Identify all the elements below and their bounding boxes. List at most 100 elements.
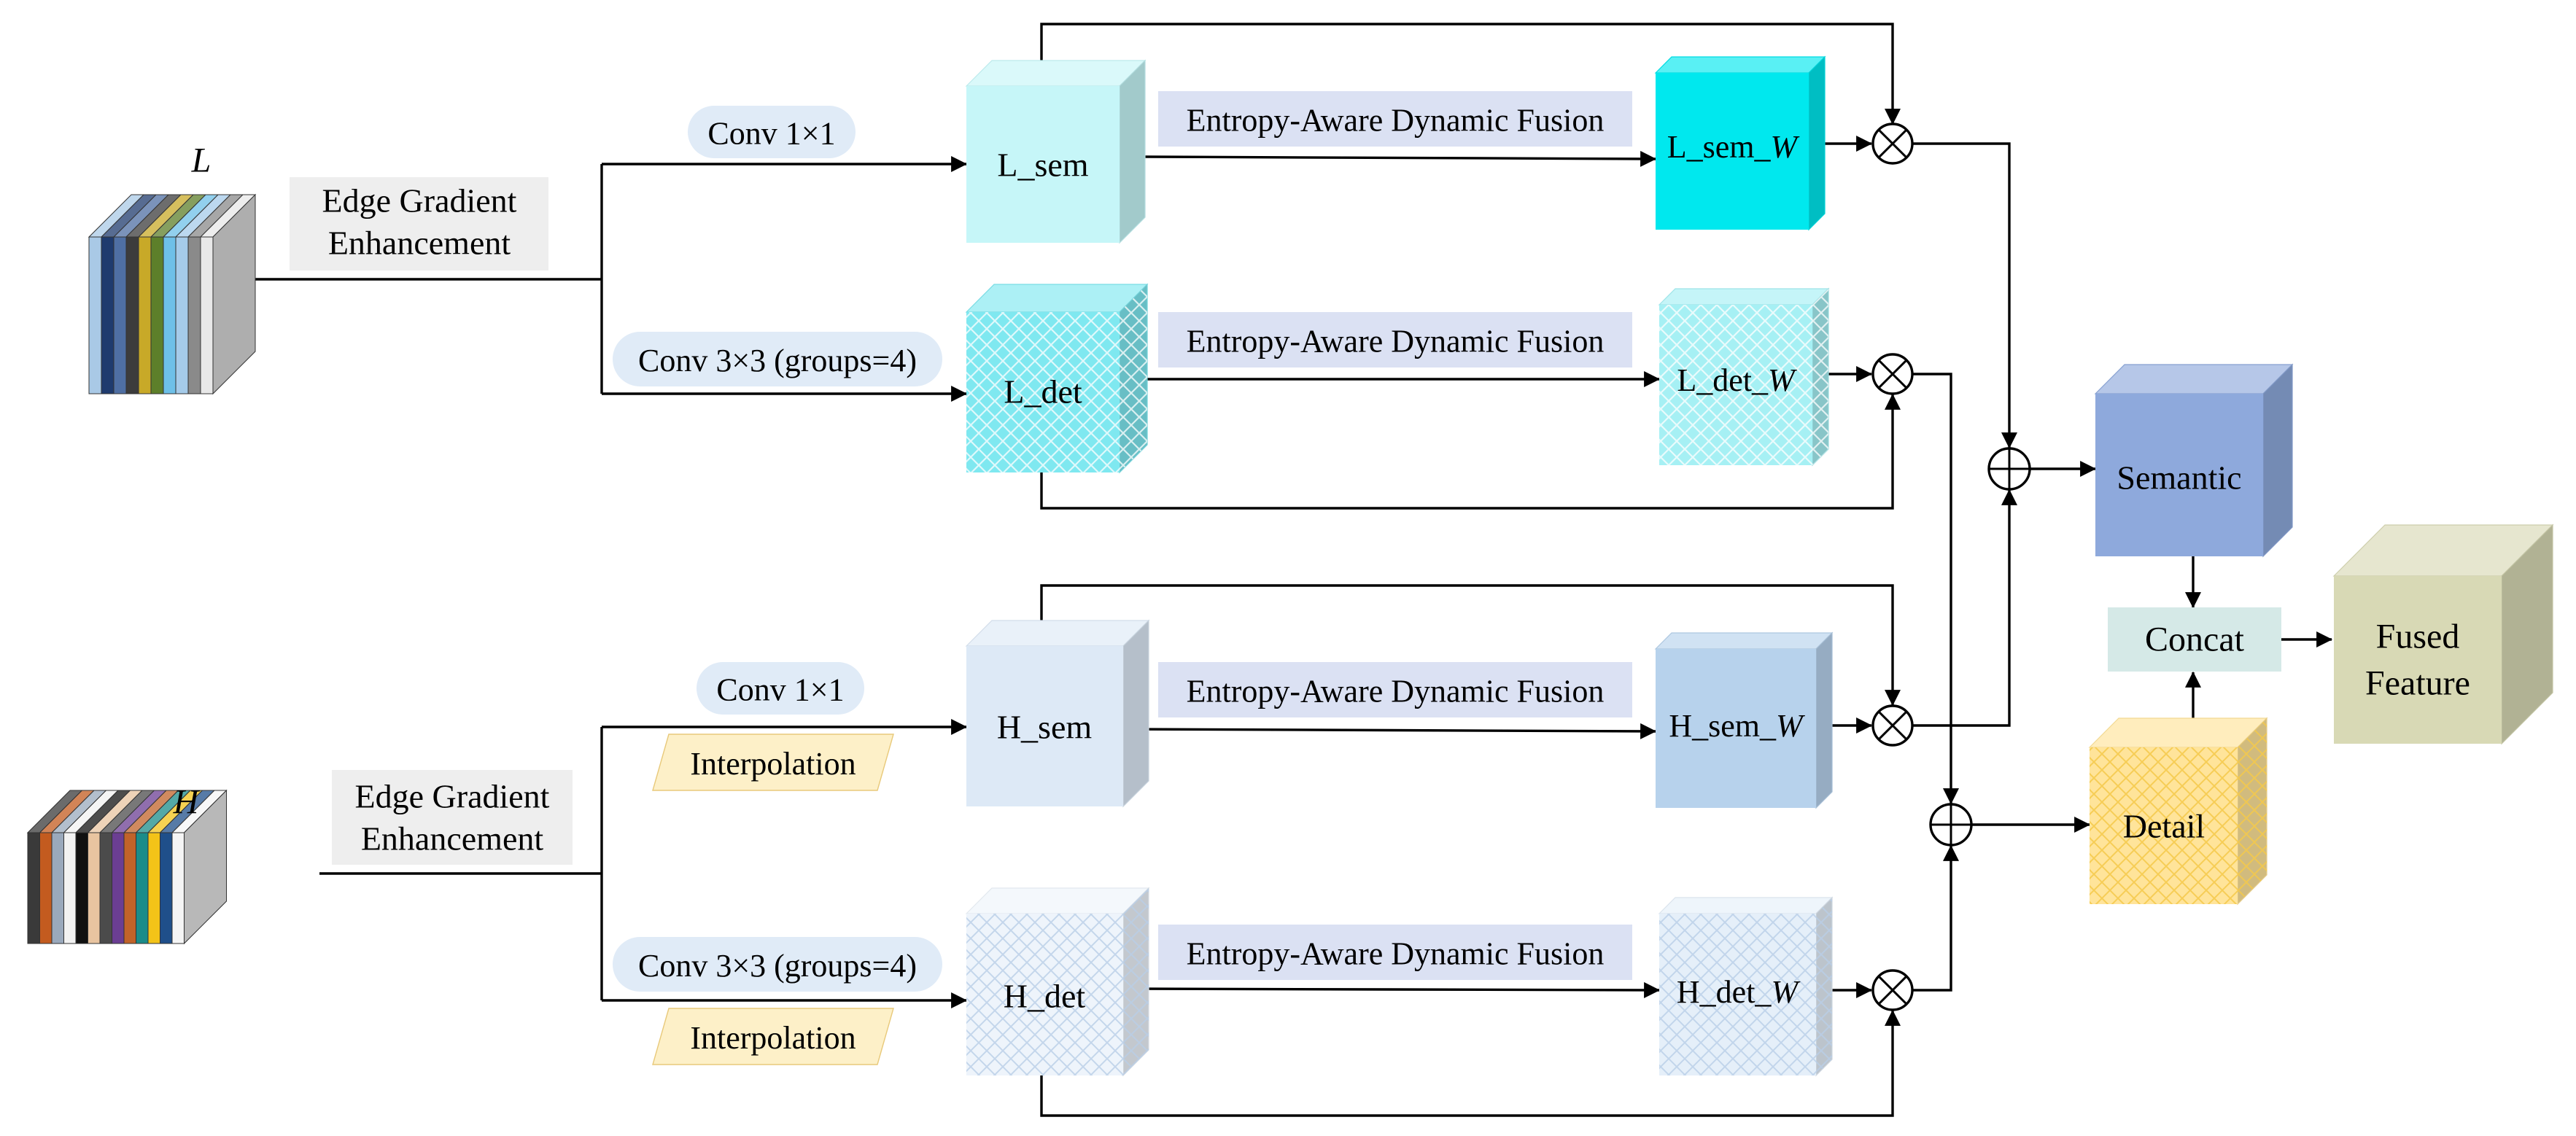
cube-L-det-side-hatch — [1120, 284, 1147, 472]
input-stack-L-slice-7 — [175, 236, 189, 394]
cube-semantic-side — [2262, 363, 2293, 558]
cube-H-det-W-top — [1658, 897, 1834, 914]
cube-H-sem-W-front — [1656, 649, 1816, 808]
cube-fused — [2332, 524, 2554, 745]
cube-H-det-W-label: H_det_W — [1677, 974, 1801, 1010]
line-Hdet-to-HdetW — [1122, 981, 1661, 998]
concat-box-bg — [2108, 607, 2281, 672]
cube-H-det-W-side-hatch — [1816, 898, 1832, 1075]
eadf-H_det-bg — [1158, 925, 1632, 980]
cube-L-det-label: L_det — [1004, 373, 1082, 411]
cube-H-det — [965, 887, 1150, 1077]
interp-sem-label: Interpolation — [690, 746, 856, 782]
interp-det-label-bg — [652, 1008, 894, 1065]
conv3-H-label-bg — [613, 937, 942, 992]
input-stack-H-slice-5 — [88, 832, 101, 944]
edge-label-H-line1: Edge Gradient — [355, 778, 550, 815]
cube-semantic-label: Semantic — [2117, 459, 2241, 497]
mul-H-sem — [1871, 704, 1914, 747]
eadf-H_sem-bg — [1158, 662, 1632, 717]
eadf-H_det-label: Entropy-Aware Dynamic Fusion — [1187, 936, 1605, 972]
input-stack-L-slice-5 — [150, 236, 164, 394]
cube-L-sem-W-front — [1656, 73, 1809, 230]
cube-H-det-side-hatch — [1123, 888, 1149, 1075]
cube-H-sem-top — [965, 620, 1150, 647]
cube-L-sem — [965, 59, 1147, 244]
interp-det-label: Interpolation — [690, 1020, 856, 1056]
line-Hsem-skip — [1040, 584, 1901, 707]
eadf-L_det-bg — [1158, 312, 1632, 367]
line-Lsem-to-LsemW — [1144, 150, 1657, 167]
line-mul-Hsem-to-addsem — [1913, 489, 2017, 727]
cube-detail-front-hatch — [2090, 747, 2238, 904]
mul-H-det — [1871, 969, 1914, 1011]
add-semantic — [1987, 447, 2031, 491]
cube-semantic — [2094, 363, 2294, 558]
cube-H-det-W-front-hatch — [1659, 914, 1816, 1075]
edge-box-H — [332, 770, 573, 865]
line-mul-Hdet-to-adddet — [1913, 844, 1959, 992]
cube-L-sem-W-top — [1654, 56, 1826, 74]
cube-L-det-W-side-hatch — [1812, 289, 1828, 465]
line-Hsem-to-HsemW — [1122, 723, 1657, 739]
cube-detail-label: Detail — [2123, 808, 2205, 845]
interp-sem-label-bg — [652, 734, 894, 791]
cube-L-sem-side — [1119, 59, 1146, 244]
input-stack-H-slice-12 — [171, 832, 185, 944]
cube-H-sem-side — [1122, 619, 1149, 808]
cube-L-det-W-label: L_det_W — [1677, 362, 1797, 398]
input-stack-H-slice-1 — [39, 832, 53, 944]
cube-fused-front — [2334, 576, 2502, 744]
line-Hdet-skip — [1040, 1009, 1901, 1117]
eadf-H_sem-label: Entropy-Aware Dynamic Fusion — [1187, 674, 1605, 709]
cube-H-sem — [965, 619, 1150, 808]
cube-L-sem-W-side — [1808, 55, 1826, 231]
mul-L-det — [1871, 353, 1914, 395]
cube-detail-top — [2088, 717, 2268, 748]
line-Lsem-skip — [1040, 23, 1901, 125]
edge-label-H-line2: Enhancement — [361, 820, 544, 857]
eadf-L_sem-bg — [1158, 91, 1632, 147]
cube-H-sem-front — [966, 646, 1123, 806]
input-stack-L — [88, 193, 257, 395]
cube-H-det-label: H_det — [1004, 978, 1086, 1015]
conv3-L-label: Conv 3×3 (groups=4) — [638, 343, 917, 378]
mul-L-sem-mark2 — [1877, 128, 1908, 159]
conv1-L-label-bg — [688, 106, 856, 158]
input-stack-L-slice-8 — [187, 236, 201, 394]
cube-fused-label-line1: Fused — [2376, 618, 2460, 656]
cube-L-sem-W — [1654, 55, 1826, 231]
input-stack-H-side — [184, 789, 227, 945]
line-mul-Ldet-to-adddet — [1913, 373, 1959, 805]
cube-semantic-front — [2095, 394, 2263, 556]
cube-H-sem-W — [1654, 631, 1834, 809]
edge-label-L-line1: Edge Gradient — [322, 182, 517, 219]
edge-label-L-line2: Enhancement — [328, 225, 511, 262]
input-stack-L-slice-1 — [101, 236, 115, 394]
input-stack-L-slice-9 — [200, 236, 214, 394]
connector-lines — [252, 23, 2333, 1117]
add-detail — [1929, 803, 1973, 847]
input-stack-H-slice-2 — [51, 832, 64, 944]
cube-semantic-top — [2094, 364, 2294, 394]
cube-L-det-W-front-hatch — [1659, 305, 1812, 465]
input-label-H: H — [173, 783, 201, 822]
input-stack-H-slice-3 — [63, 832, 77, 944]
cube-L-sem-top — [965, 60, 1147, 87]
input-stack-L-side — [212, 193, 256, 395]
conv1-H-label-bg — [697, 662, 864, 715]
line-mul-Lsem-to-addsem — [1913, 142, 2017, 449]
input-stack-H-slice-10 — [147, 832, 160, 944]
cube-H-sem-label: H_sem — [997, 709, 1093, 746]
cube-fused-label-line2: Feature — [2365, 664, 2470, 703]
cube-H-det-W — [1658, 896, 1834, 1077]
input-stack-H-slice-11 — [160, 832, 173, 944]
cube-L-sem-label: L_sem — [997, 147, 1088, 184]
input-stack-H-slice-4 — [75, 832, 88, 944]
input-stack-H — [26, 789, 228, 945]
input-stack-L-slice-4 — [138, 236, 152, 394]
mul-L-sem — [1871, 122, 1914, 165]
input-stack-H-slice-6 — [99, 832, 112, 944]
